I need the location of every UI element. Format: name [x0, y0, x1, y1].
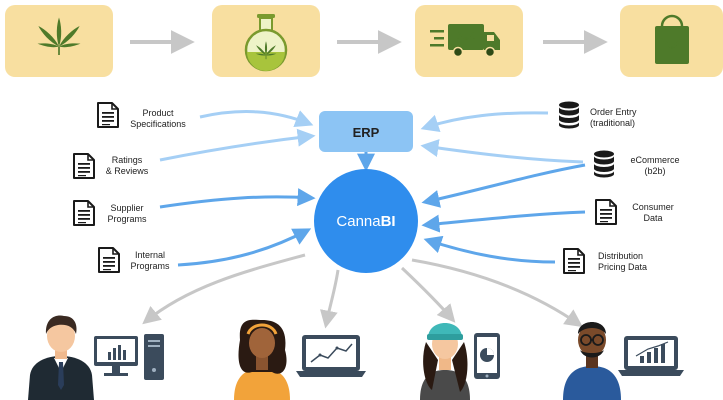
source-label-line-1: Ratings	[112, 155, 143, 165]
cannabi-hub: CannaBI	[314, 169, 418, 273]
left-source-product-specifications: Product Specifications	[97, 102, 186, 129]
database-icon	[559, 101, 579, 129]
woman-with-headband-avatar	[234, 319, 290, 400]
right-source-order-entry: Order Entry (traditional)	[559, 101, 637, 129]
document-icon	[73, 200, 95, 226]
woman-with-beanie-avatar	[420, 323, 470, 400]
source-label-line-1: eCommerce	[630, 155, 679, 165]
source-label-line-1: Product	[142, 108, 174, 118]
source-label-line-1: Order Entry	[590, 107, 637, 117]
document-icon	[98, 247, 120, 273]
source-label-line-1: Supplier	[110, 203, 143, 213]
output-arrows	[142, 253, 583, 329]
process-step-retail	[620, 5, 723, 77]
tablet-with-pie-chart-icon	[474, 333, 500, 379]
process-step-cultivation	[5, 5, 113, 77]
user-man-with-glasses	[563, 322, 684, 400]
user-woman-with-beanie	[420, 323, 500, 400]
document-icon	[595, 199, 617, 225]
right-source-distribution-pricing: Distribution Pricing Data	[563, 248, 647, 274]
source-label-line-1: Distribution	[598, 251, 643, 261]
source-label-line-2: (traditional)	[590, 118, 635, 128]
source-label-line-2: Data	[643, 213, 662, 223]
user-man-in-suit	[28, 315, 164, 400]
lab-flask-icon	[244, 14, 288, 72]
source-label-line-2: Specifications	[130, 119, 186, 129]
laptop-with-line-chart-icon	[296, 335, 366, 377]
right-source-ecommerce: eCommerce (b2b)	[594, 150, 680, 178]
left-source-supplier-programs: Supplier Programs	[73, 200, 147, 226]
erp-box: ERP	[319, 111, 413, 152]
source-label-line-2: & Reviews	[106, 166, 149, 176]
user-woman-with-headband	[234, 319, 366, 400]
right-source-consumer-data: Consumer Data	[595, 199, 674, 225]
source-label-line-2: (b2b)	[644, 166, 665, 176]
input-arrows	[159, 110, 586, 267]
delivery-truck-icon	[430, 24, 500, 58]
source-label-line-2: Programs	[130, 261, 170, 271]
desktop-computer-with-chart-icon	[94, 334, 164, 380]
shopping-bag-icon	[655, 14, 689, 64]
database-icon	[594, 150, 614, 178]
process-step-lab	[212, 5, 320, 77]
hub-label: CannaBI	[336, 213, 395, 230]
left-source-ratings-reviews: Ratings & Reviews	[73, 153, 149, 179]
hub-label-bold: BI	[381, 213, 396, 230]
document-icon	[563, 248, 585, 274]
source-label-line-1: Consumer	[632, 202, 674, 212]
hub-label-prefix: Canna	[336, 213, 381, 230]
laptop-with-bar-chart-icon	[618, 336, 684, 376]
man-in-suit-avatar	[28, 315, 94, 400]
document-icon	[73, 153, 95, 179]
source-label-line-2: Pricing Data	[598, 262, 647, 272]
erp-label: ERP	[353, 125, 380, 140]
document-icon	[97, 102, 119, 128]
left-source-internal-programs: Internal Programs	[98, 247, 170, 273]
source-label-line-1: Internal	[135, 250, 165, 260]
process-step-distribution	[415, 5, 523, 77]
source-label-line-2: Programs	[107, 214, 147, 224]
man-with-glasses-avatar	[563, 322, 621, 400]
